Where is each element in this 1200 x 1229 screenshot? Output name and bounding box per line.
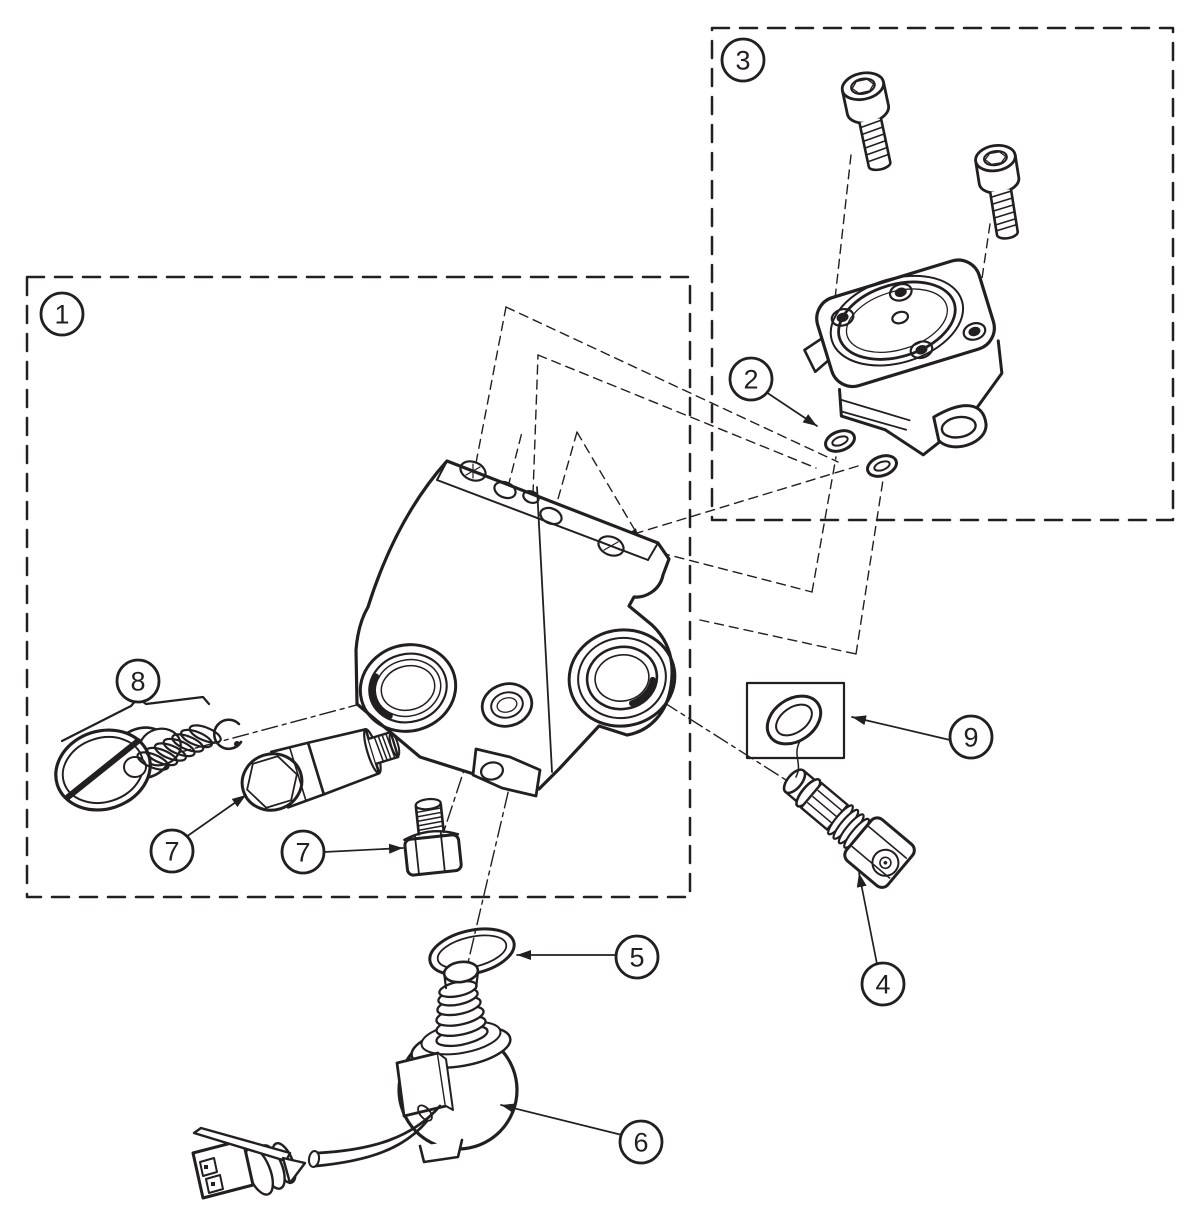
- o-ring-9-box: [745, 681, 846, 778]
- cover-bolt-holes: [830, 282, 987, 360]
- retaining-ring: [212, 718, 243, 751]
- side-port-boss: [567, 628, 677, 728]
- callout-7b: 7: [280, 829, 326, 875]
- front-port: [358, 643, 458, 733]
- callout-8-label: 8: [130, 667, 145, 697]
- callout-5: 5: [614, 934, 660, 980]
- callout-2: 2: [728, 356, 774, 402]
- cartridge-valve: [782, 768, 916, 889]
- spring: [136, 724, 222, 771]
- callout-6-label: 6: [633, 1128, 648, 1158]
- top-face-holes: [459, 460, 625, 557]
- callouts: 1 2 3 4 5 6 7: [39, 37, 994, 1165]
- callout-1: 1: [39, 291, 85, 337]
- o-ring-pair: [824, 429, 898, 478]
- group-box-3: [710, 26, 1175, 522]
- bottom-tab: [471, 747, 542, 798]
- callout-7b-label: 7: [295, 838, 310, 868]
- cap-screw-1: [840, 71, 892, 172]
- connector-plug: [191, 1126, 307, 1200]
- solenoid-coil: [307, 960, 519, 1168]
- callout-2-label: 2: [743, 365, 758, 395]
- plug-spring-group: [54, 718, 243, 812]
- group-box-1: [25, 275, 692, 899]
- callout-9-label: 9: [963, 723, 978, 753]
- callout-1-label: 1: [54, 300, 69, 330]
- callout-9: 9: [948, 714, 994, 760]
- valve-body: [354, 459, 677, 798]
- callout-4-label: 4: [875, 970, 890, 1000]
- callout-6: 6: [618, 1119, 664, 1165]
- solenoid-stem: [435, 960, 489, 1048]
- leader-arrows: [185, 391, 951, 1136]
- callout-8: 8: [115, 658, 161, 704]
- cap-screw-2: [974, 143, 1021, 240]
- small-port: [480, 682, 534, 728]
- hex-plug-1: [240, 728, 401, 812]
- callout-4: 4: [860, 961, 906, 1007]
- callout-5-label: 5: [629, 943, 644, 973]
- callout-7a-label: 7: [164, 837, 179, 867]
- hex-plug-2: [403, 797, 463, 877]
- callout-3: 3: [720, 37, 766, 83]
- callout-7a: 7: [149, 828, 195, 874]
- callout-3-label: 3: [735, 46, 750, 76]
- valve-cover: [803, 258, 1004, 457]
